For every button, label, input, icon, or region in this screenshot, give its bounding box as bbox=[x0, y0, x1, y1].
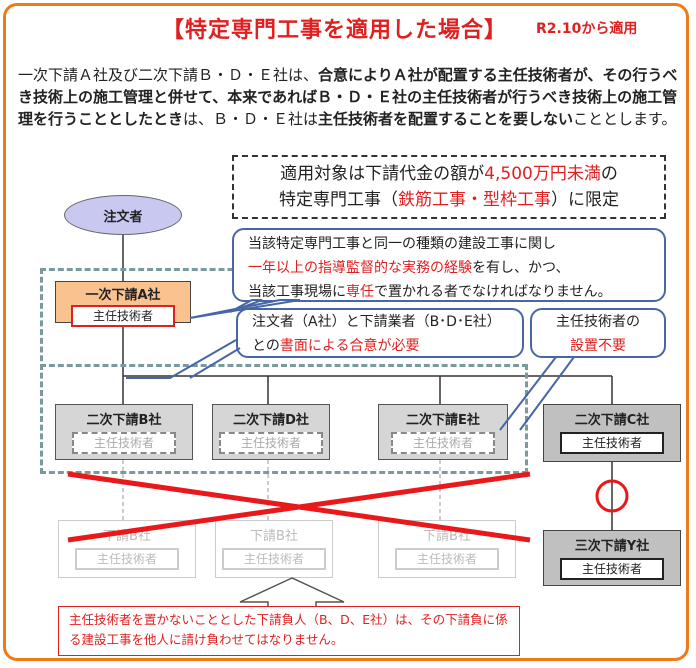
company-name: 一次下請A社 bbox=[85, 288, 161, 303]
callout-line: との bbox=[252, 338, 280, 354]
chief-engineer-y: 主任技術者 bbox=[560, 558, 664, 580]
intro-bold: 合意によりＡ社が配置する主任技術者が、その行うべき技術上の施工管理と併せて、本来… bbox=[18, 66, 678, 128]
chief-engineer-a: 主任技術者 bbox=[71, 305, 175, 327]
scope-limit-box: 適用対象は下請代金の額が4,500万円未満の 特定専門工事（鉄筋工事・型枠工事）… bbox=[232, 155, 666, 219]
callout-red-text: 書面による合意が必要 bbox=[279, 338, 420, 354]
group-abde-bottom bbox=[40, 364, 528, 474]
company-e-box: 二次下請E社 主任技術者 bbox=[378, 404, 508, 460]
limit-text: ）に限定 bbox=[551, 190, 619, 210]
callout-line: 当該特定専門工事と同一の種類の建設工事に関し bbox=[248, 236, 556, 252]
chief-engineer-c: 主任技術者 bbox=[560, 432, 664, 454]
limit-amount: 4,500万円未満 bbox=[484, 164, 601, 184]
company-name: 二次下請B社 bbox=[86, 413, 162, 428]
agreement-callout: 注文者（A社）と下請業者（B･D･E社） との書面による合意が必要 bbox=[236, 308, 524, 358]
prohibition-cross-line bbox=[67, 471, 531, 543]
company-d-box: 二次下請D社 主任技術者 bbox=[212, 404, 330, 460]
company-c-box: 二次下請C社 主任技術者 bbox=[543, 404, 681, 462]
callout-line: 当該工事現場に bbox=[248, 284, 346, 300]
company-b-box: 二次下請B社 主任技術者 bbox=[55, 404, 193, 460]
effective-date: R2.10から適用 bbox=[536, 21, 638, 37]
callout-red-text: 専任 bbox=[346, 284, 374, 300]
chief-engineer-b: 主任技術者 bbox=[72, 432, 176, 454]
callout-line: 主任技術者の bbox=[556, 314, 640, 330]
callout-line: 注文者（A社）と下請業者（B･D･E社） bbox=[252, 314, 501, 330]
callout-red-text: 一年以上の指導監督的な実務の経験 bbox=[248, 260, 472, 276]
callout-line: を有し、かつ、 bbox=[472, 260, 570, 276]
limit-text: 特定専門工事（ bbox=[279, 190, 398, 210]
callout-red-text: 設置不要 bbox=[570, 338, 626, 354]
company-name: 三次下請Y社 bbox=[574, 539, 650, 554]
intro-part: こととします。 bbox=[573, 110, 677, 128]
intro-part: は、Ｂ・Ｄ・Ｅ社は bbox=[183, 110, 319, 128]
company-a-box: 一次下請A社 主任技術者 bbox=[55, 281, 191, 327]
title-text: 【特定専門工事を適用した場合】 bbox=[162, 18, 508, 43]
chief-engineer-sub: 主任技術者 bbox=[75, 548, 179, 570]
company-name: 下請B社 bbox=[423, 529, 471, 544]
allowed-circle-icon bbox=[595, 479, 629, 513]
client-ellipse: 注文者 bbox=[64, 195, 182, 235]
intro-part: 一次下請Ａ社及び二次下請Ｂ・Ｄ・Ｅ社は、 bbox=[18, 66, 319, 84]
company-name: 二次下請C社 bbox=[574, 413, 650, 428]
chief-engineer-sub: 主任技術者 bbox=[395, 548, 499, 570]
intro-paragraph: 一次下請Ａ社及び二次下請Ｂ・Ｄ・Ｅ社は、合意によりＡ社が配置する主任技術者が、そ… bbox=[18, 64, 682, 130]
limit-text: 適用対象は下請代金の額が bbox=[280, 164, 485, 184]
bottom-warning-note: 主任技術者を置かないこととした下請負人（B、D、E社）は、その下請負に係る建設工… bbox=[58, 606, 520, 656]
company-name: 下請B社 bbox=[250, 529, 298, 544]
limit-text: の bbox=[600, 164, 618, 184]
sub-company-box-2: 下請B社 主任技術者 bbox=[215, 520, 333, 578]
company-y-box: 三次下請Y社 主任技術者 bbox=[543, 530, 681, 586]
not-required-callout: 主任技術者の 設置不要 bbox=[530, 308, 666, 358]
chief-engineer-e: 主任技術者 bbox=[391, 432, 495, 454]
limit-works: 鉄筋工事・型枠工事 bbox=[398, 190, 551, 210]
chief-engineer-sub: 主任技術者 bbox=[222, 548, 326, 570]
chief-engineer-d: 主任技術者 bbox=[219, 432, 323, 454]
outer-frame bbox=[3, 3, 689, 661]
callout-line: で置かれる者でなければなりません。 bbox=[374, 284, 612, 300]
qualification-callout: 当該特定専門工事と同一の種類の建設工事に関し 一年以上の指導監督的な実務の経験を… bbox=[232, 228, 666, 302]
intro-bold: 主任技術者を配置することを要しない bbox=[318, 110, 574, 128]
company-name: 二次下請E社 bbox=[406, 413, 480, 428]
company-name: 二次下請D社 bbox=[233, 413, 309, 428]
